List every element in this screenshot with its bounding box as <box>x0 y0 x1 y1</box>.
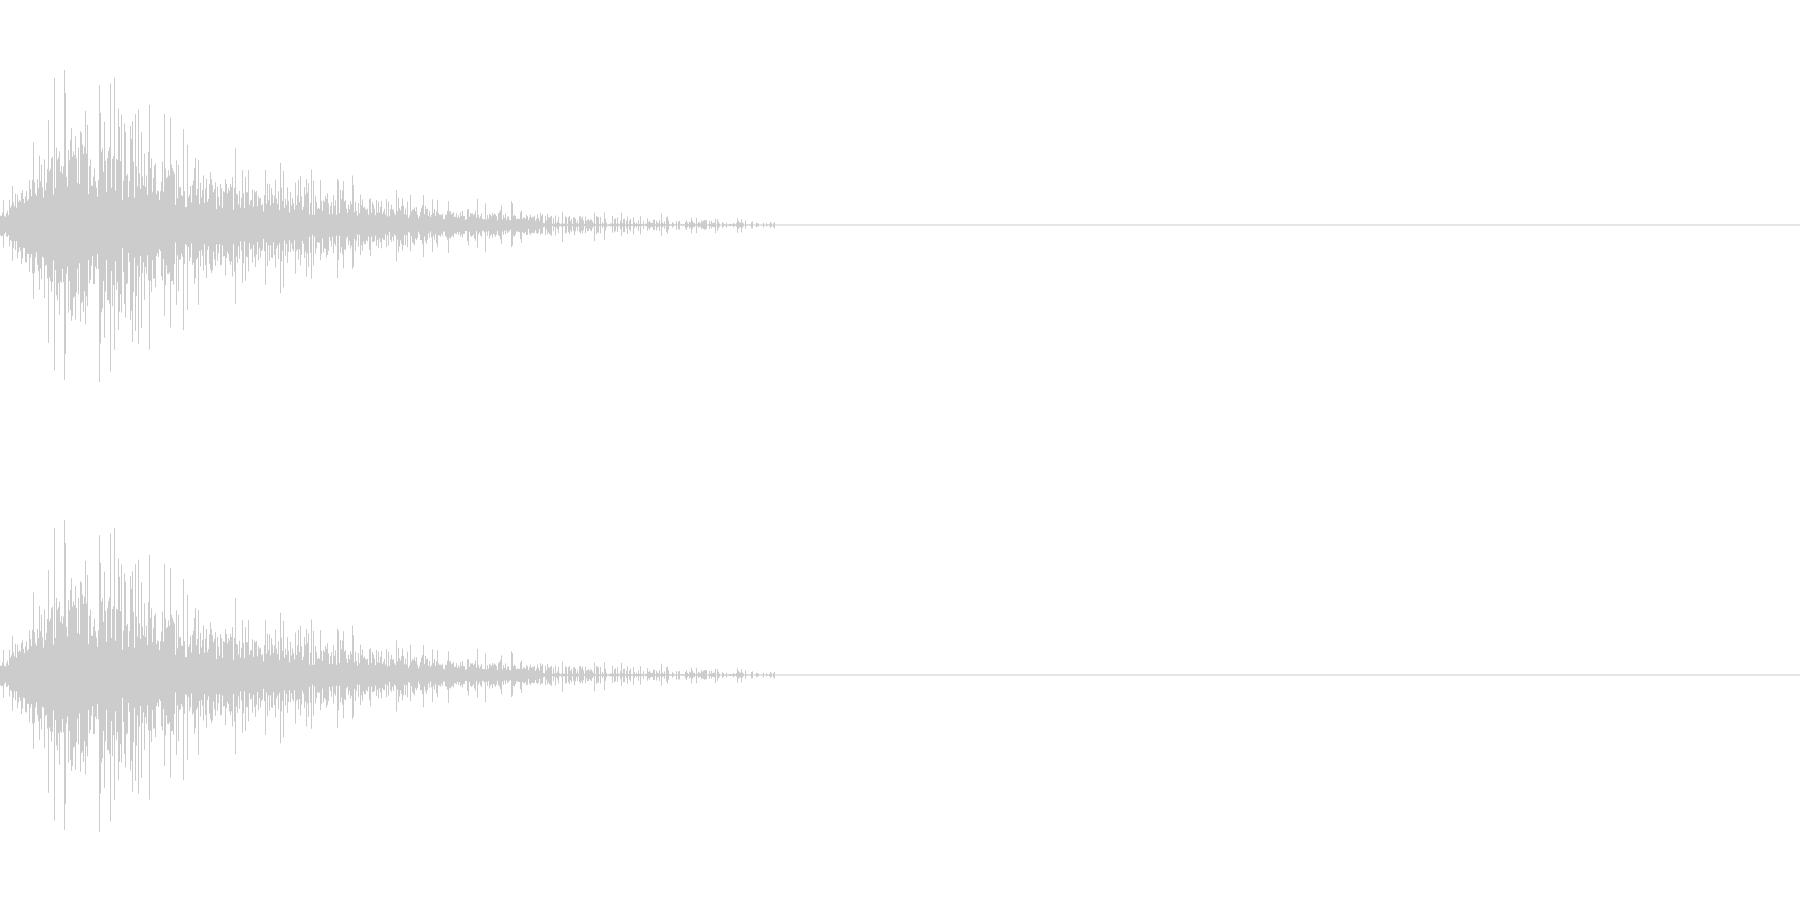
waveform-samples <box>0 70 775 383</box>
waveform-samples <box>0 520 775 833</box>
waveform-channel-left <box>0 70 1800 383</box>
waveform-channel-right <box>0 520 1800 833</box>
